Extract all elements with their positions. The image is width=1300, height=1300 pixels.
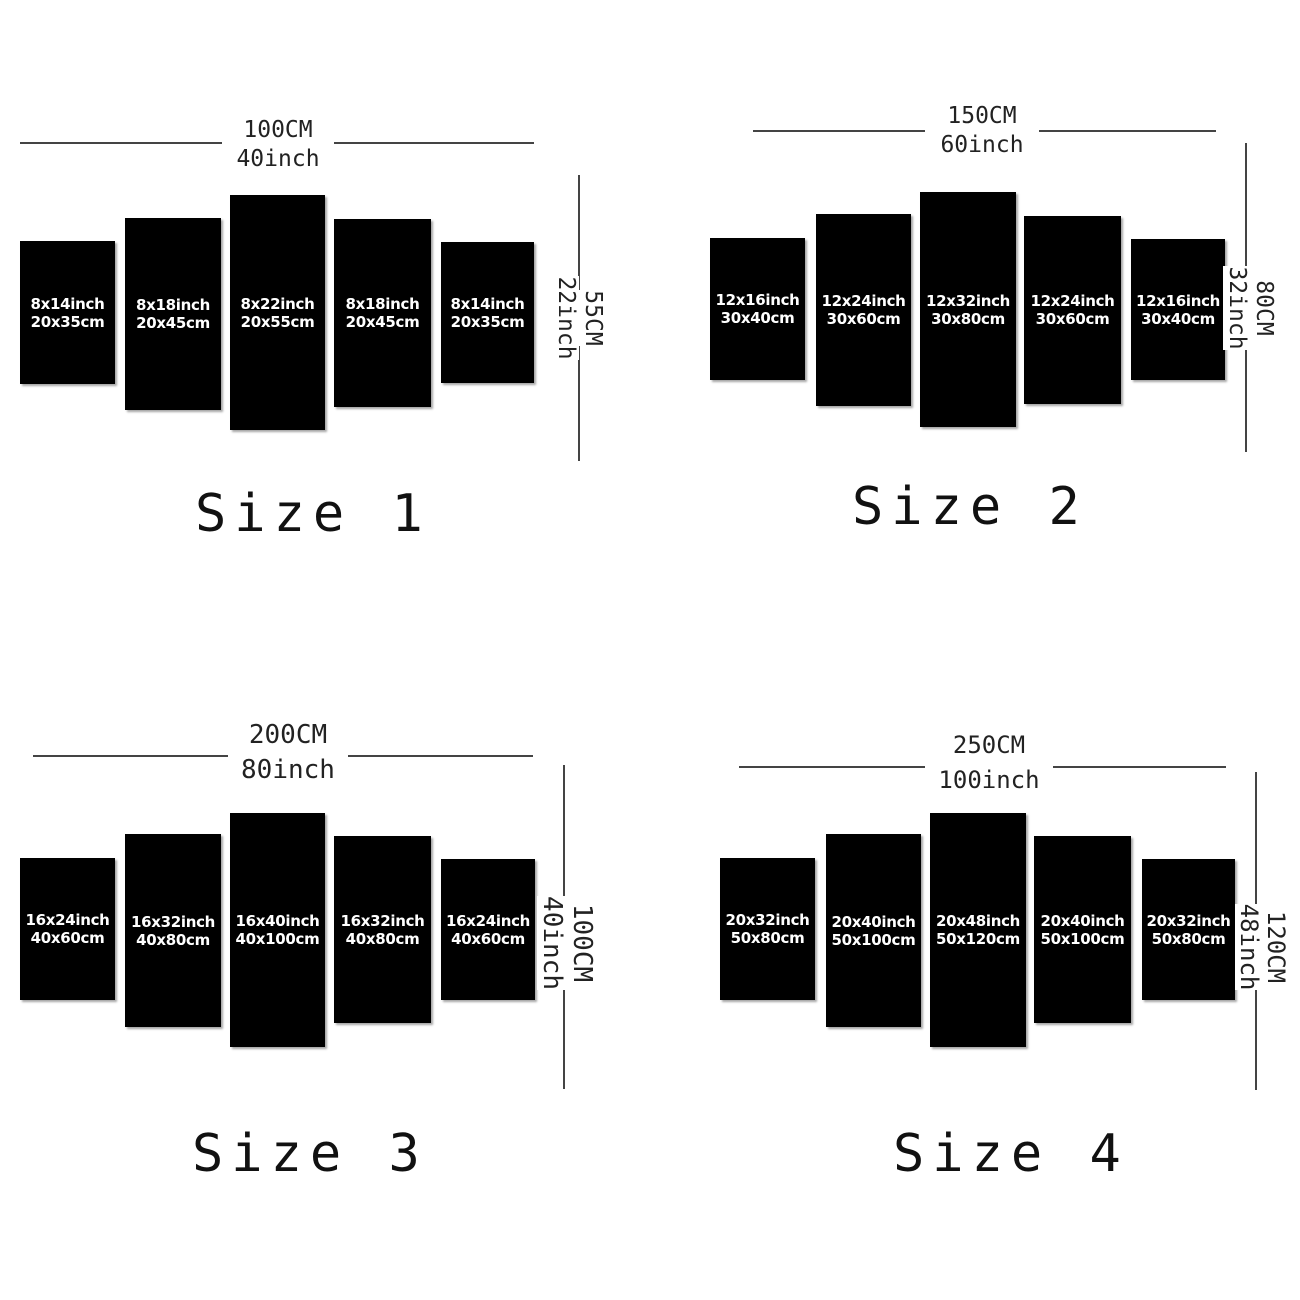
panel: 8x14inch 20x35cm [441,242,534,383]
panel-cm-size: 20x35cm [450,312,525,331]
panel: 16x24inch 40x60cm [20,858,115,1000]
panel-cm-size: 50x120cm [936,930,1020,948]
panel-inch-size: 12x16inch [715,291,800,309]
width-cm: 100CM [243,117,313,143]
panel: 12x24inch 30x60cm [1024,216,1121,404]
panel-cm-size: 40x80cm [345,929,420,948]
size-title: Size 4 [893,1124,1129,1184]
panel: 16x40inch 40x100cm [230,813,325,1047]
width-inch: 60inch [940,132,1024,158]
panel-inch-size: 16x32inch [130,912,216,931]
panel: 20x40inch 50x100cm [1034,836,1131,1023]
panel-inch-size: 8x14inch [450,294,525,313]
panel-cm-size: 40x60cm [30,929,105,947]
panel-inch-size: 20x40inch [1040,911,1125,930]
panel-cm-size: 50x80cm [1151,929,1226,948]
panel: 12x16inch 30x40cm [710,238,805,380]
panel-inch-size: 20x48inch [935,912,1021,930]
panel-cm-size: 30x40cm [1141,309,1215,328]
panel-inch-size: 16x24inch [25,911,110,929]
width-cm: 200CM [248,720,328,750]
height-inch: 22inch [552,276,579,360]
panel: 8x14inch 20x35cm [20,241,115,384]
height-cm: 80CM [1250,280,1277,336]
size-title: Size 3 [192,1124,428,1184]
width-inch: 40inch [236,146,320,172]
width-label: 200CM 80inch [228,718,348,788]
panel: 16x32inch 40x80cm [125,834,221,1027]
height-inch: 48inch [1235,903,1263,991]
panel: 20x32inch 50x80cm [720,858,815,1000]
width-label: 100CM 40inch [222,116,334,174]
panel-cm-size: 50x80cm [730,929,805,947]
panel: 16x32inch 40x80cm [334,836,431,1023]
panel-inch-size: 20x40inch [831,912,916,931]
panel-cm-size: 40x100cm [235,930,320,948]
panel-inch-size: 8x18inch [345,295,420,313]
height-cm: 100CM [567,903,597,983]
panel-inch-size: 8x22inch [240,294,315,313]
panel-inch-size: 16x24inch [445,911,531,930]
panel: 12x32inch 30x80cm [920,192,1016,427]
panel-cm-size: 50x100cm [1040,929,1125,948]
panel-inch-size: 12x24inch [1030,292,1115,310]
size-title: Size 1 [195,484,431,544]
width-cm: 250CM [952,731,1026,759]
panel-inch-size: 16x32inch [340,911,425,930]
panel-cm-size: 20x45cm [345,313,420,331]
panel-cm-size: 20x55cm [240,312,315,331]
panel-inch-size: 8x18inch [136,296,210,314]
panel: 20x32inch 50x80cm [1142,859,1235,1000]
height-label: 100CM 40inch [457,896,677,990]
panel-inch-size: 20x32inch [1146,911,1231,930]
panel: 16x24inch 40x60cm [441,859,535,1000]
panel-cm-size: 30x60cm [1035,310,1110,328]
size-title: Size 2 [852,477,1088,537]
height-label: 55CM 22inch [469,276,689,360]
height-cm: 120CM [1262,910,1290,984]
height-label: 120CM 48inch [1152,903,1300,991]
panel-cm-size: 40x80cm [136,930,210,949]
width-label: 250CM 100inch [925,728,1053,798]
panel-cm-size: 50x100cm [831,930,916,949]
height-inch: 32inch [1223,266,1250,350]
width-cm: 150CM [947,103,1017,129]
panel-cm-size: 30x80cm [931,309,1005,328]
panel-cm-size: 20x35cm [30,312,105,331]
panel: 20x40inch 50x100cm [826,834,921,1027]
panel-inch-size: 12x32inch [925,291,1011,310]
panel: 20x48inch 50x120cm [930,813,1026,1047]
width-inch: 80inch [241,755,335,785]
panel: 8x18inch 20x45cm [334,219,431,407]
panel-cm-size: 20x45cm [136,314,210,332]
height-label: 80CM 32inch [1140,266,1300,350]
height-cm: 55CM [579,290,606,346]
width-inch: 100inch [938,766,1040,794]
panel-inch-size: 16x40inch [235,912,320,930]
panel: 12x24inch 30x60cm [816,214,911,406]
width-label: 150CM 60inch [925,102,1039,160]
height-inch: 40inch [537,896,567,990]
panel-cm-size: 40x60cm [451,929,525,948]
panel-cm-size: 30x40cm [720,309,795,327]
panel-inch-size: 8x14inch [30,294,105,313]
panel: 8x22inch 20x55cm [230,195,325,430]
panel-inch-size: 12x24inch [821,292,906,310]
panel-cm-size: 30x60cm [826,310,901,328]
panel: 12x16inch 30x40cm [1131,239,1225,380]
panel-inch-size: 20x32inch [725,911,810,929]
panel-inch-size: 12x16inch [1135,291,1221,310]
panel: 8x18inch 20x45cm [125,218,221,410]
